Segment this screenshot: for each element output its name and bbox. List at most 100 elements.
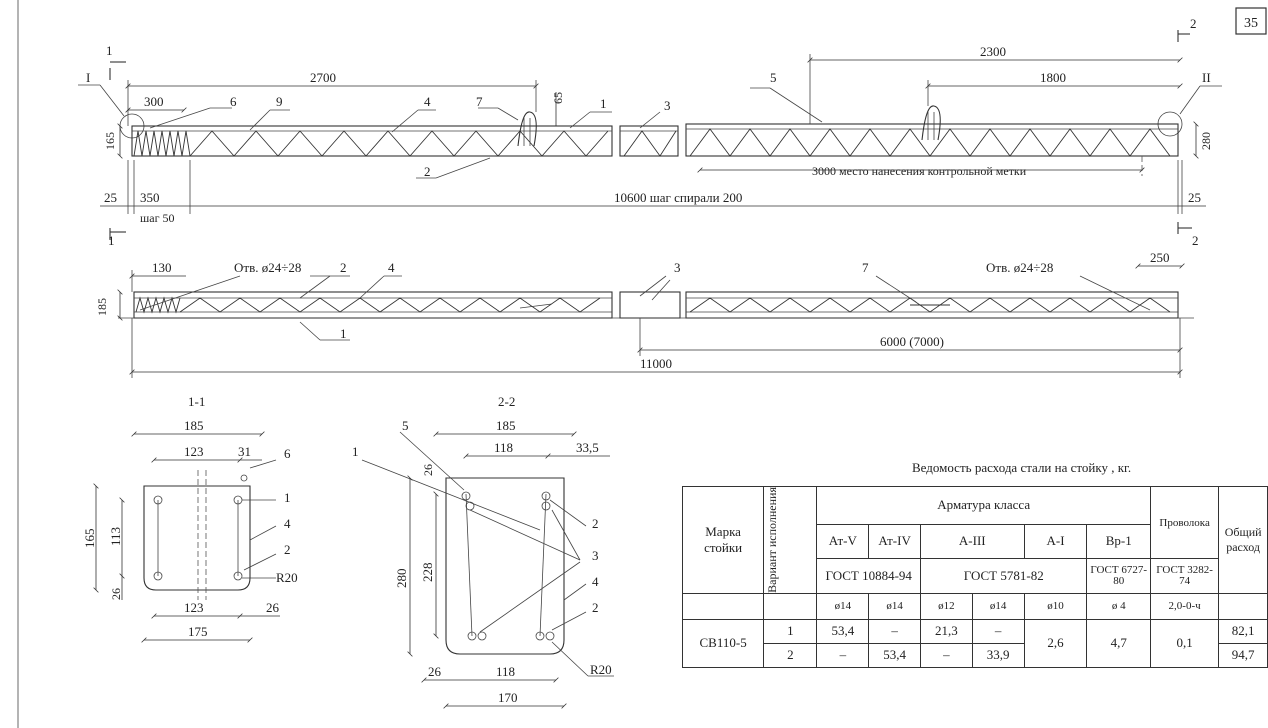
dim-350: 350 <box>140 190 160 205</box>
pos-5: 5 <box>770 70 777 85</box>
section-1-1: 1-1 185 123 31 6 1 4 2 R20 165 113 26 12… <box>82 394 298 643</box>
th-variant-cell: Вариант исполнения <box>763 486 818 594</box>
dim-25-right: 25 <box>1188 190 1201 205</box>
pos-6: 6 <box>230 94 237 109</box>
row-mark: СВ110-5 <box>681 618 765 668</box>
dim-185-side: 185 <box>95 298 109 316</box>
dim-10600: 10600 шаг спирали 200 <box>614 190 742 205</box>
dim-25-left: 25 <box>104 190 117 205</box>
pos-4-side: 4 <box>388 260 395 275</box>
dim-6000: 6000 (7000) <box>880 334 944 349</box>
dim-3000-mark: 3000 место нанесения контрольной метки <box>812 164 1027 178</box>
s22-dim-185: 185 <box>496 418 516 433</box>
row1-v2: 21,3 <box>920 618 973 644</box>
dim-65: 65 <box>551 92 565 104</box>
diam-0: ø14 <box>816 592 870 620</box>
pos-4: 4 <box>424 94 431 109</box>
section-2-2: 2-2 185 118 33,5 26 5 1 2 3 4 2 R20 280 … <box>352 394 614 709</box>
dim-250: 250 <box>1150 250 1170 265</box>
section-mark-1-top: 1 <box>106 43 113 58</box>
callout-II: II <box>1202 70 1211 85</box>
cell-wire: 0,1 <box>1149 618 1220 668</box>
th-gost-3282: ГОСТ 3282-74 <box>1149 558 1220 594</box>
pos-1-side: 1 <box>340 326 347 341</box>
pitch-50: шаг 50 <box>140 211 175 225</box>
dim-130: 130 <box>152 260 172 275</box>
row2-v2: – <box>920 642 973 668</box>
section-mark-2-bottom: 2 <box>1192 233 1199 248</box>
page-number-box <box>1235 7 1267 35</box>
s11-dim-26-left: 26 <box>109 588 123 600</box>
row2-variant: 2 <box>763 642 818 668</box>
pos-3: 3 <box>664 98 671 113</box>
steel-table: Марка стойки Вариант исполнения Арматура… <box>681 485 1268 668</box>
row2-total: 94,7 <box>1218 642 1268 668</box>
s11-dim-123-bottom: 123 <box>184 600 204 615</box>
pos-7-side: 7 <box>862 260 869 275</box>
dim-165: 165 <box>103 132 117 150</box>
diam-5: ø 4 <box>1086 592 1151 620</box>
th-wire: Проволока <box>1149 485 1220 560</box>
s11-pos-6: 6 <box>284 446 291 461</box>
dim-2300: 2300 <box>980 44 1006 59</box>
dim-1800: 1800 <box>1040 70 1066 85</box>
row2-v3: 33,9 <box>971 642 1025 668</box>
s22-pos-5: 5 <box>402 418 409 433</box>
s22-pos-2-bottom: 2 <box>592 600 599 615</box>
page-number: 35 <box>1244 16 1258 31</box>
s22-dim-118-top: 118 <box>494 440 513 455</box>
cell-vr1: 4,7 <box>1086 618 1151 668</box>
row2-v1: 53,4 <box>868 642 921 668</box>
hole-left: Отв. ø24÷28 <box>234 260 301 275</box>
s11-pos-4: 4 <box>284 516 291 531</box>
th-gost-10884: ГОСТ 10884-94 <box>816 558 921 594</box>
s22-pos-3: 3 <box>592 548 599 563</box>
th-class-ativ: Ат-IV <box>868 523 921 560</box>
th-class-ai: А-I <box>1023 523 1088 560</box>
pos-1: 1 <box>600 96 607 111</box>
cell-a1: 2,6 <box>1023 618 1088 668</box>
th-rebar: Арматура класса <box>816 486 1151 525</box>
dim-280: 280 <box>1199 132 1213 150</box>
section-mark-1-bottom: 1 <box>108 233 115 248</box>
s11-dim-26-right: 26 <box>266 600 280 615</box>
section-2-2-title: 2-2 <box>498 394 515 409</box>
bottom-view: 130 Отв. ø24÷28 2 4 3 7 Отв. ø24÷28 250 … <box>95 250 1194 378</box>
s11-dim-185: 185 <box>184 418 204 433</box>
th-variant: Вариант исполнения <box>765 487 780 593</box>
dim-11000: 11000 <box>640 356 672 371</box>
row1-variant: 1 <box>763 618 818 644</box>
pos-2: 2 <box>424 164 431 179</box>
row1-v3: – <box>971 618 1025 644</box>
pos-3-side: 3 <box>674 260 681 275</box>
row1-total: 82,1 <box>1218 618 1268 644</box>
s22-dim-26-top: 26 <box>421 464 435 476</box>
s11-dim-123-top: 123 <box>184 444 204 459</box>
s11-dim-31: 31 <box>238 444 251 459</box>
s11-r20: R20 <box>276 570 298 585</box>
section-1-1-title: 1-1 <box>188 394 205 409</box>
s22-dim-26-bottom: 26 <box>428 664 442 679</box>
diam-1: ø14 <box>868 592 921 620</box>
diam-6: 2,0-0-ч <box>1149 592 1220 620</box>
th-mark: Марка стойки <box>681 486 765 594</box>
th-total: Общий расход <box>1218 486 1268 594</box>
pos-7: 7 <box>476 94 483 109</box>
row2-v0: – <box>816 642 870 668</box>
s22-dim-118-bottom: 118 <box>496 664 515 679</box>
pos-2-side: 2 <box>340 260 347 275</box>
th-gost-6727: ГОСТ 6727-80 <box>1086 558 1151 594</box>
row1-v0: 53,4 <box>816 618 870 644</box>
th-class-aiii: А-III <box>920 523 1025 560</box>
s22-dim-228: 228 <box>420 563 435 583</box>
top-view: 1 1 2 2 I II <box>78 16 1222 248</box>
dim-2700: 2700 <box>310 70 336 85</box>
callout-I: I <box>86 70 90 85</box>
s22-pos-4: 4 <box>592 574 599 589</box>
th-class-vr1: Вр-1 <box>1086 523 1151 560</box>
th-gost-5781: ГОСТ 5781-82 <box>919 558 1088 594</box>
cell-empty-a <box>681 592 765 620</box>
section-mark-2-top: 2 <box>1190 16 1197 31</box>
s11-pos-1: 1 <box>284 490 291 505</box>
s22-pos-1: 1 <box>352 444 359 459</box>
